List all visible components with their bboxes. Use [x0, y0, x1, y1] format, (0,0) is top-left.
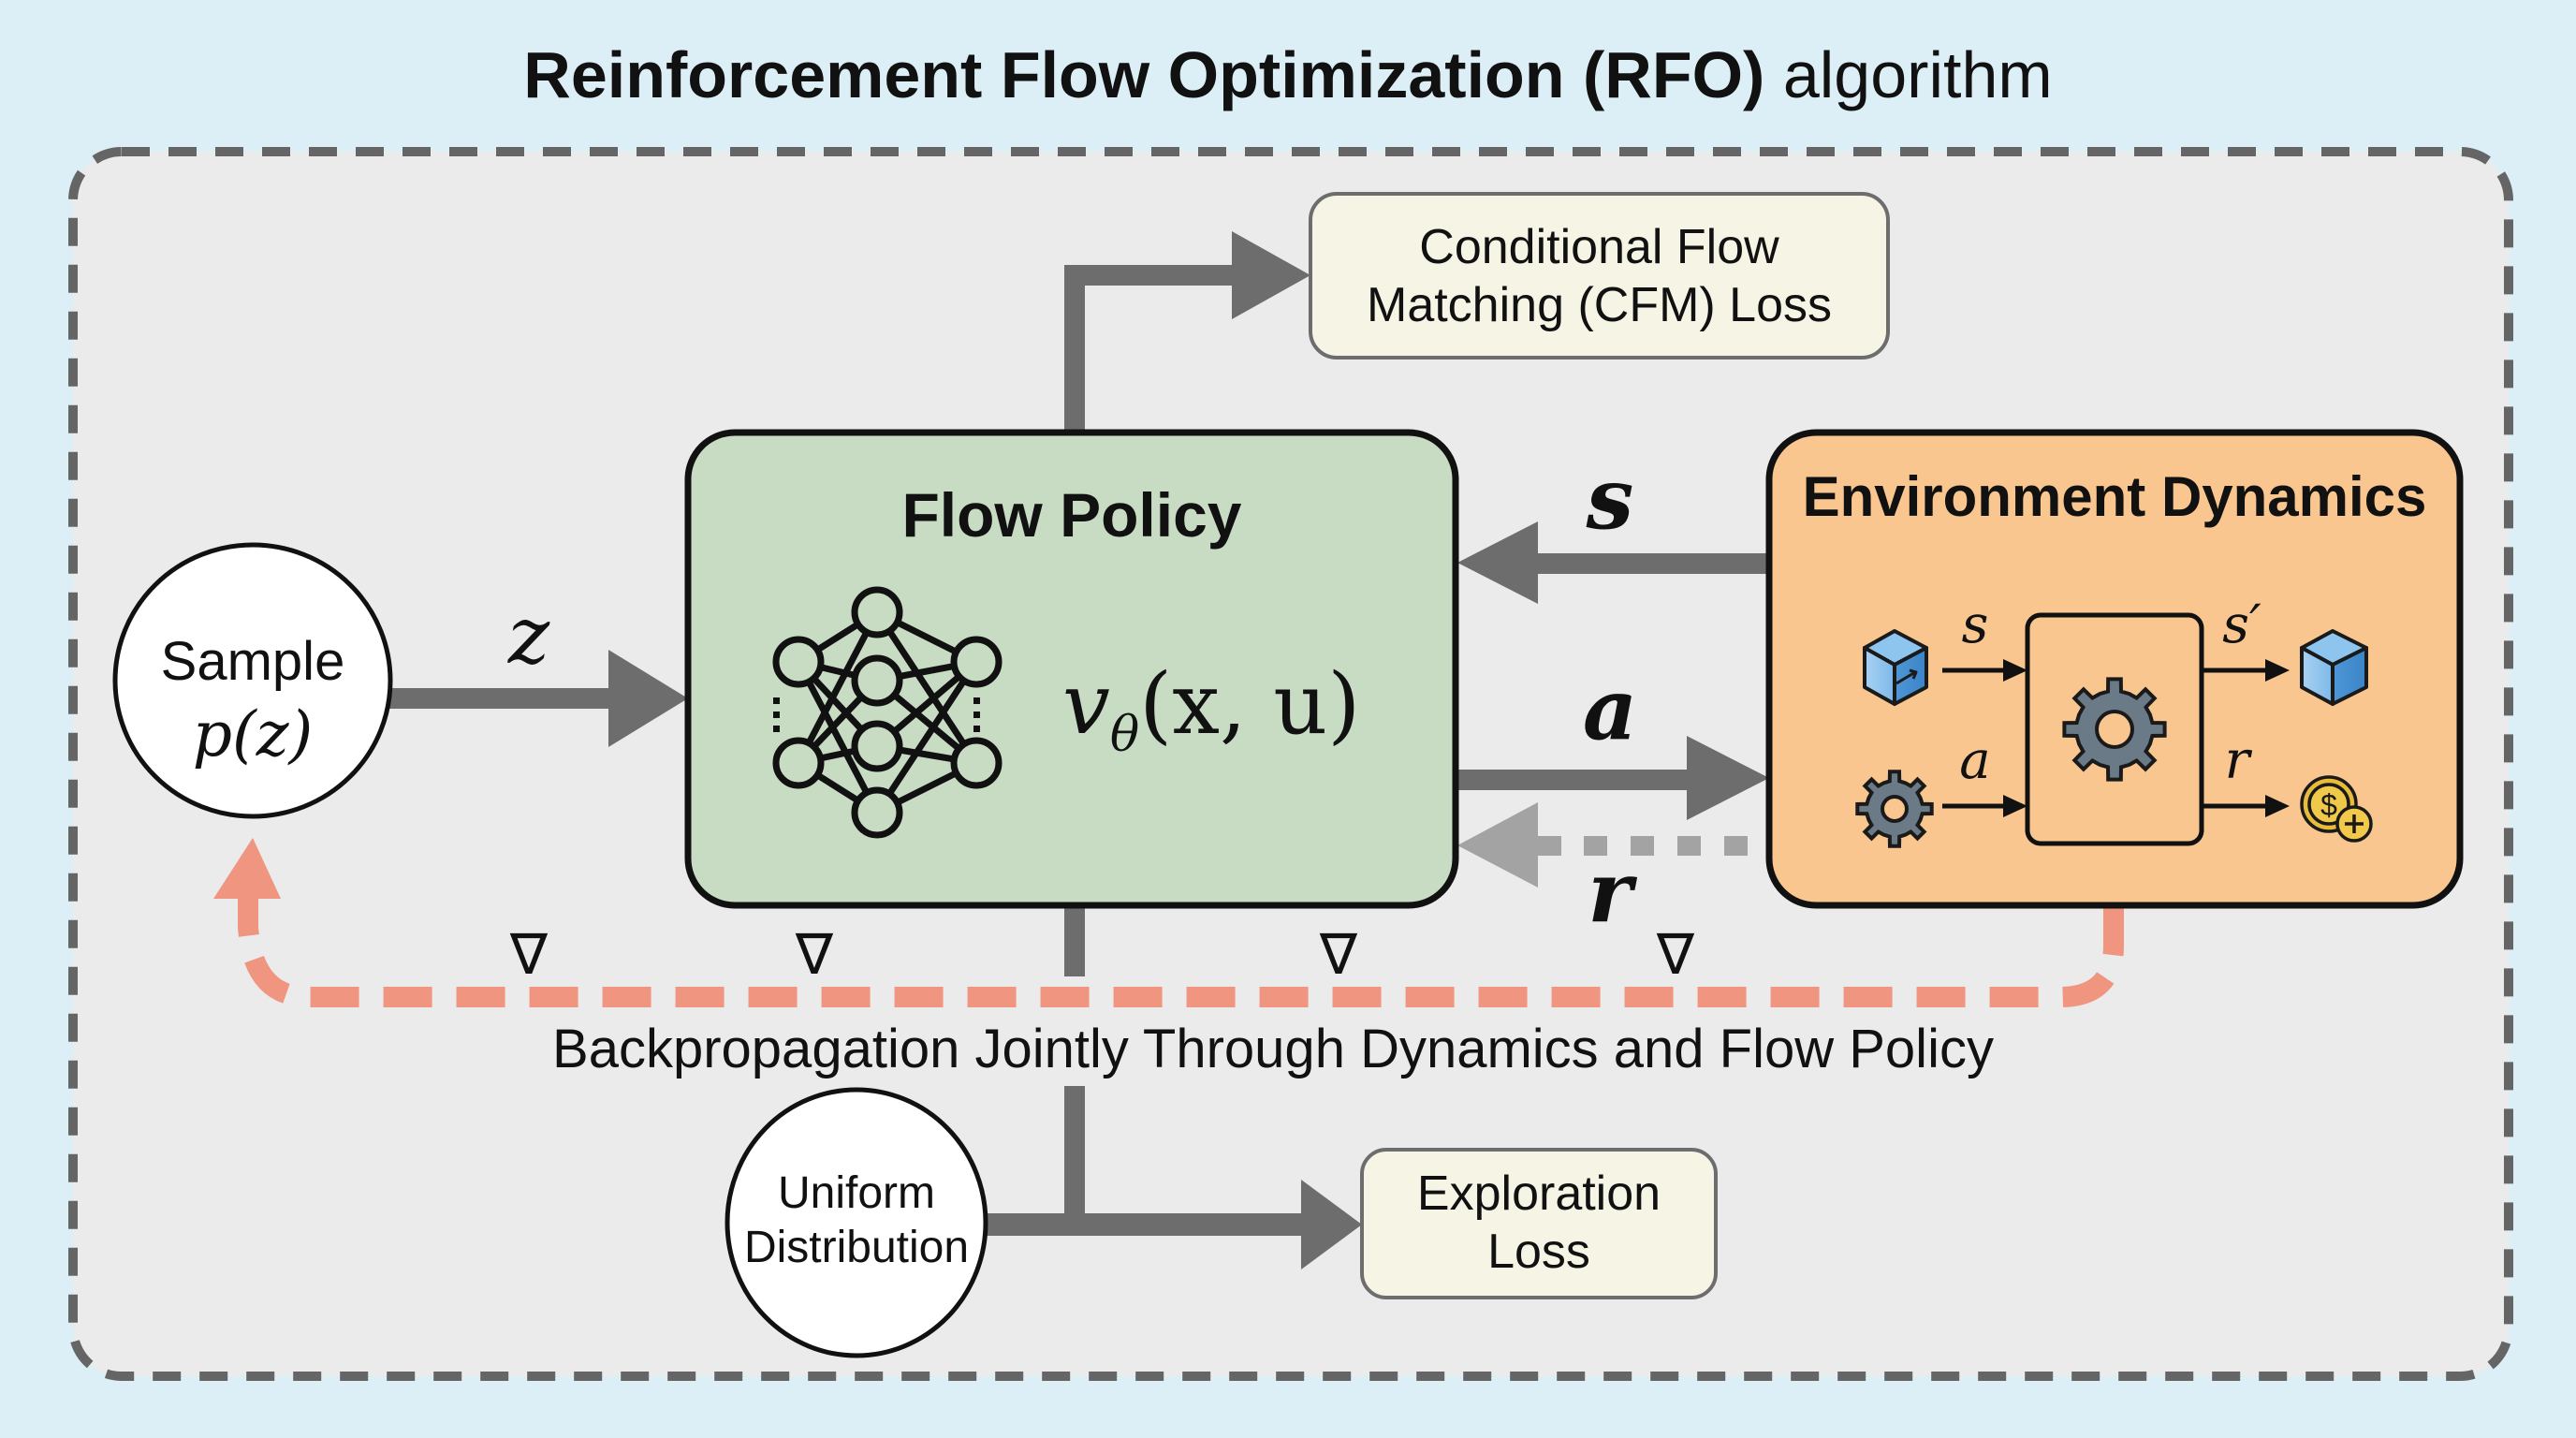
sample-node-label-line2: p(z)	[192, 698, 314, 770]
gradient-symbol: ∇	[1656, 923, 1695, 986]
exploration-loss-line2: Loss	[1487, 1225, 1590, 1279]
svg-text:$: $	[2320, 788, 2337, 822]
gradient-symbol: ∇	[509, 923, 549, 986]
exploration-loss-line1: Exploration	[1416, 1167, 1661, 1221]
neural-network-icon	[772, 586, 1003, 839]
gear-hole	[1881, 795, 1909, 823]
cfm-loss-line1: Conditional Flow	[1419, 220, 1779, 274]
s-arrow	[1457, 521, 1769, 604]
r-edge-label: r	[1588, 843, 1632, 942]
flow-policy-formula: vθ(x, u)	[1062, 655, 1418, 763]
cfm-loss-box	[1309, 192, 1890, 360]
env-output-s-prime-label: s′	[2222, 594, 2261, 655]
title-regular: algorithm	[1782, 38, 2053, 111]
r-arrow	[1457, 802, 1748, 888]
reward-coin-icon: $	[2300, 775, 2373, 843]
gear-hole	[2095, 710, 2134, 749]
action-gear-icon	[1855, 770, 1934, 848]
env-input-a-label: a	[1959, 730, 1991, 791]
flow-policy-title: Flow Policy	[901, 480, 1242, 550]
uniform-node-line1: Uniform	[777, 1168, 936, 1218]
a-edge-label: a	[1582, 660, 1638, 759]
a-arrow	[1457, 736, 1769, 820]
cfm-loss-line2: Matching (CFM) Loss	[1367, 278, 1832, 332]
gradient-symbol: ∇	[1319, 923, 1358, 986]
backprop-label: Backpropagation Jointly Through Dynamics…	[552, 1019, 1994, 1079]
next-state-cube-icon	[2300, 629, 2368, 706]
z-arrow	[388, 650, 688, 747]
sample-node	[112, 542, 393, 819]
sample-node-label-line1: Sample	[160, 631, 345, 692]
env-input-s-label: s	[1961, 594, 1989, 655]
env-inner-arrows	[1942, 659, 2290, 817]
formula-sub: θ	[1109, 707, 1140, 763]
formula-v: v	[1062, 655, 1110, 754]
gradient-symbol: ∇	[795, 923, 834, 986]
environment-title: Environment Dynamics	[1802, 465, 2427, 528]
exploration-loss-box	[1360, 1148, 1718, 1299]
s-edge-label: s	[1586, 449, 1634, 549]
cfm-arrow	[1064, 231, 1310, 433]
title-bold: Reinforcement Flow Optimization (RFO)	[523, 38, 1765, 111]
uniform-node	[724, 1087, 988, 1358]
z-edge-label: z	[507, 590, 550, 682]
state-cube-icon	[1863, 629, 1928, 706]
backprop-arrowhead	[213, 838, 281, 899]
uniform-node-line2: Distribution	[743, 1223, 970, 1272]
dynamics-gear-icon	[2062, 677, 2167, 782]
exploration-arrow	[983, 906, 1362, 1269]
env-output-r-label: r	[2224, 730, 2250, 791]
formula-args: (x, u)	[1139, 655, 1361, 754]
diagram-title: Reinforcement Flow Optimization (RFO) al…	[0, 37, 2576, 112]
